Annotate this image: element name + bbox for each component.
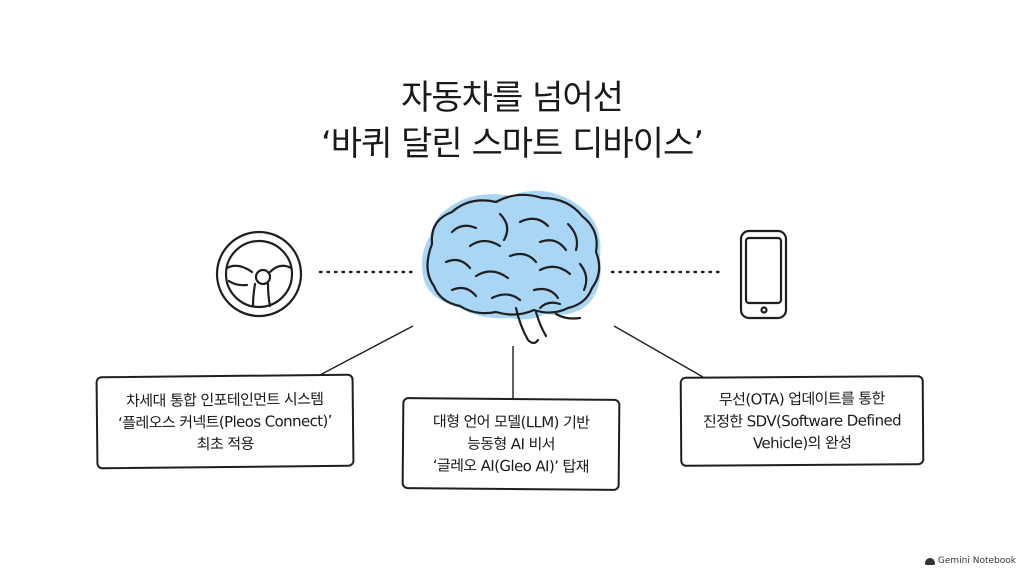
feature-box-line: 무선(OTA) 업데이트를 통한 <box>718 389 885 409</box>
feature-box-line: ‘글레오 AI(Gleo AI)’ 탑재 <box>432 456 589 476</box>
feature-box-ai-assistant: 대형 언어 모델(LLM) 기반 능동형 AI 비서 ‘글레오 AI(Gleo … <box>401 397 621 491</box>
feature-box-infotainment: 차세대 통합 인포테인먼트 시스템 ‘플레오스 커넥트(Pleos Connec… <box>95 373 355 470</box>
watermark: Gemini Notebook <box>924 556 1016 566</box>
feature-box-line: Vehicle)의 완성 <box>752 433 852 453</box>
feature-box-line: 최초 적용 <box>196 434 254 453</box>
title-line-1: 자동차를 넘어선 <box>401 78 624 118</box>
brain-icon <box>422 190 601 345</box>
feature-box-ota-sdv: 무선(OTA) 업데이트를 통한 진정한 SDV(Software Define… <box>679 375 925 467</box>
feature-box-line: 대형 언어 모델(LLM) 기반 <box>432 412 590 432</box>
feature-box-line: ‘플레오스 커넥트(Pleos Connect)’ <box>117 411 333 432</box>
connector-line-right <box>613 325 704 378</box>
watermark-label: Gemini Notebook <box>937 556 1016 566</box>
steering-wheel-icon <box>215 230 303 318</box>
notebook-logo-icon <box>924 557 935 565</box>
title-line-2: ‘바퀴 달린 스마트 디바이스’ <box>320 124 704 164</box>
feature-box-line: 진정한 SDV(Software Defined <box>702 411 902 431</box>
connector-line-left <box>317 325 414 377</box>
feature-box-line: 능동형 AI 비서 <box>467 434 555 454</box>
smartphone-icon <box>739 229 788 320</box>
feature-box-line: 차세대 통합 인포테인먼트 시스템 <box>126 389 324 410</box>
